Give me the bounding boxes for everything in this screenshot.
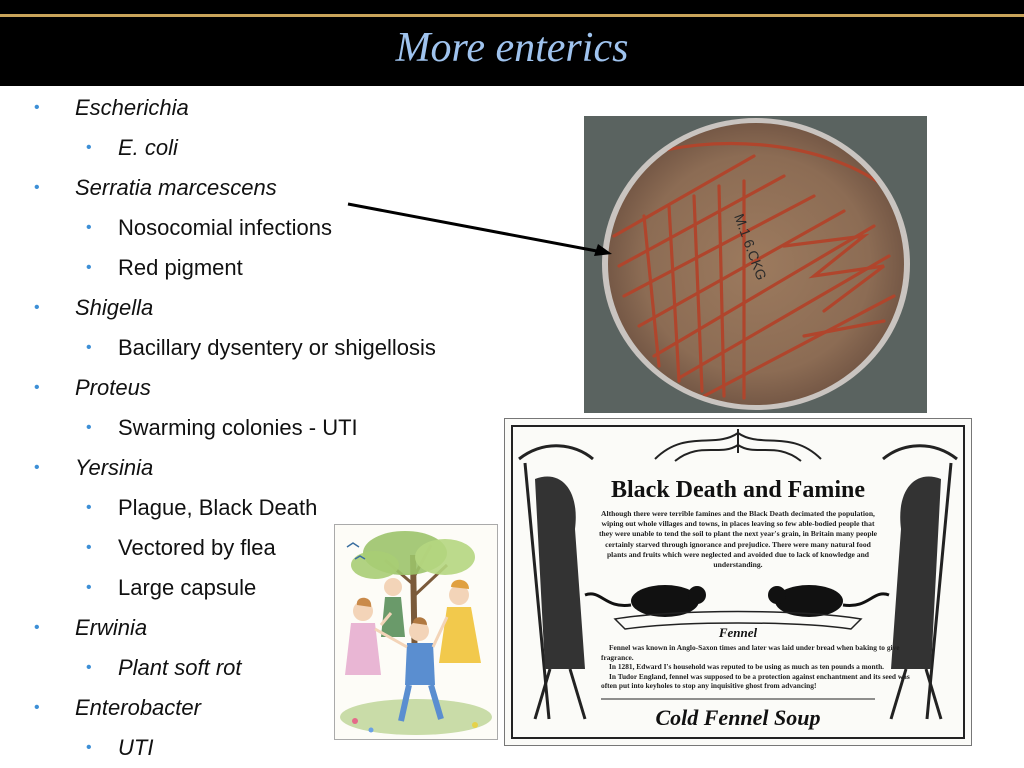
poster-note: In 1281, Edward I's household was repute… (609, 662, 885, 672)
bullet-dot-icon: • (34, 459, 40, 476)
poster-ornaments (518, 429, 958, 720)
bullet-text: Red pigment (118, 255, 243, 280)
petri-dish-photo: M.1 6.CKG (584, 116, 927, 413)
title-bar: More enterics (0, 0, 1024, 86)
bullet-dot-icon: • (86, 259, 92, 276)
rat-icons (584, 585, 890, 617)
bullet-dot-icon: • (86, 579, 92, 596)
poster-subheading: Fennel (718, 625, 758, 640)
bullet-text: Escherichia (75, 95, 189, 120)
bullet-text: Serratia marcescens (75, 175, 277, 200)
bullet-dot-icon: • (34, 99, 40, 116)
poster-note: In Tudor England, fennel was supposed to… (601, 671, 910, 691)
bullet-dot-icon: • (86, 419, 92, 436)
bullet-text: E. coli (118, 135, 178, 160)
slide-title: More enterics (395, 25, 629, 71)
bullet-dot-icon: • (86, 219, 92, 236)
bullet-text: Bacillary dysentery or shigellosis (118, 335, 436, 360)
bullet-text: Shigella (75, 295, 154, 320)
bullet-text: Swarming colonies - UTI (118, 415, 358, 440)
poster-bottom-title: Cold Fennel Soup (655, 705, 821, 730)
petri-dish-illustration: M.1 6.CKG (584, 116, 927, 413)
title-accent-rule (0, 14, 1024, 17)
bullet-dot-icon: • (34, 619, 40, 636)
poster-frame (511, 425, 965, 739)
bullet-dot-icon: • (86, 139, 92, 156)
bullet-dot-icon: • (86, 659, 92, 676)
right-reaper-figure (882, 444, 958, 720)
bullet-dot-icon: • (86, 339, 92, 356)
bullet-text: Proteus (75, 375, 151, 400)
left-reaper-figure (518, 444, 594, 720)
bullet-dot-icon: • (86, 539, 92, 556)
bullet-dot-icon: • (34, 699, 40, 716)
bullet-dot-icon: • (86, 739, 92, 756)
bullet-text: Vectored by flea (118, 535, 276, 560)
bullet-text: Plant soft rot (118, 655, 242, 680)
bullet-text: Plague, Black Death (118, 495, 318, 520)
poster-note: Fennel was known in Anglo-Saxon times an… (601, 643, 900, 662)
pointer-arrow (347, 202, 612, 256)
bullet-dot-icon: • (34, 299, 40, 316)
poster-notes: Fennel was known in Anglo-Saxon times an… (601, 643, 921, 691)
bullet-text: UTI (118, 735, 154, 760)
children-dancing-illustration (334, 524, 498, 740)
bullet-dot-icon: • (86, 499, 92, 516)
bullet-dot-icon: • (34, 179, 40, 196)
bullet-dot-icon: • (34, 379, 40, 396)
bullet-text: Enterobacter (75, 695, 201, 720)
children-dancing-art (340, 531, 492, 735)
bullet-text: Erwinia (75, 615, 148, 640)
bullet-text: Nosocomial infections (118, 215, 332, 240)
black-death-poster: Black Death and Famine Although there we… (504, 418, 972, 746)
poster-title: Black Death and Famine (610, 477, 865, 503)
bullet-text: Yersinia (75, 455, 154, 480)
bullet-text: Large capsule (118, 575, 257, 600)
poster-paragraph: Although there were terrible famines and… (598, 509, 878, 570)
